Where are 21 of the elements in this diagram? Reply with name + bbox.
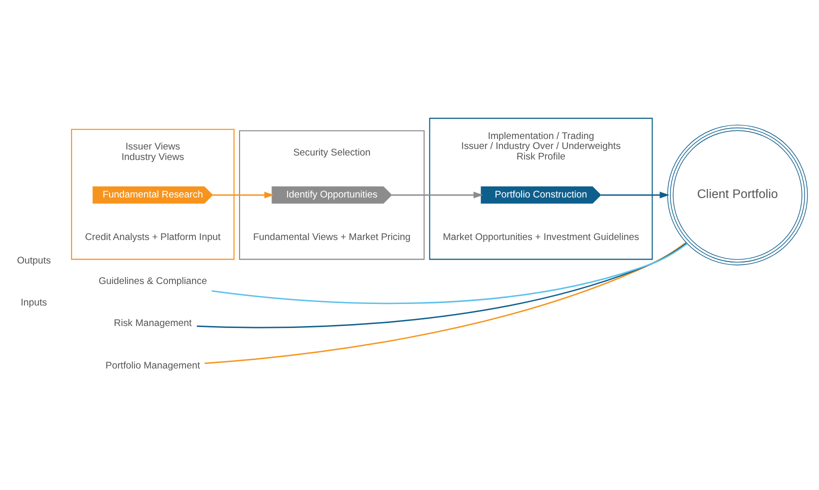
arrow: [392, 191, 484, 198]
node-text: Issuer Views Industry Views: [121, 141, 184, 162]
cluster: [71, 128, 235, 260]
label: Inputs: [20, 296, 48, 308]
node-text: Market Opportunities + Investment Guidelines: [442, 231, 640, 242]
node-circle: Client Portfolio: [667, 124, 808, 265]
arrow: [212, 191, 274, 198]
node-text: Fundamental Views + Market Pricing: [253, 231, 411, 242]
node-text: Implementation / Trading Issuer / Industry Over / Underweights Risk Profile: [461, 130, 621, 162]
connector: [212, 242, 688, 304]
cluster: [429, 117, 653, 260]
node-text: Guidelines & Compliance: [98, 276, 207, 287]
connector: [196, 242, 687, 328]
connector: [204, 242, 686, 364]
node-text: Risk Management: [114, 318, 192, 329]
node-text: Credit Analysts + Platform Input: [85, 231, 221, 242]
node-text: Portfolio Management: [106, 360, 200, 371]
node-text: Security Selection: [293, 146, 370, 158]
arrow: [601, 191, 670, 198]
cluster: [239, 130, 425, 260]
label: Outputs: [16, 254, 51, 266]
